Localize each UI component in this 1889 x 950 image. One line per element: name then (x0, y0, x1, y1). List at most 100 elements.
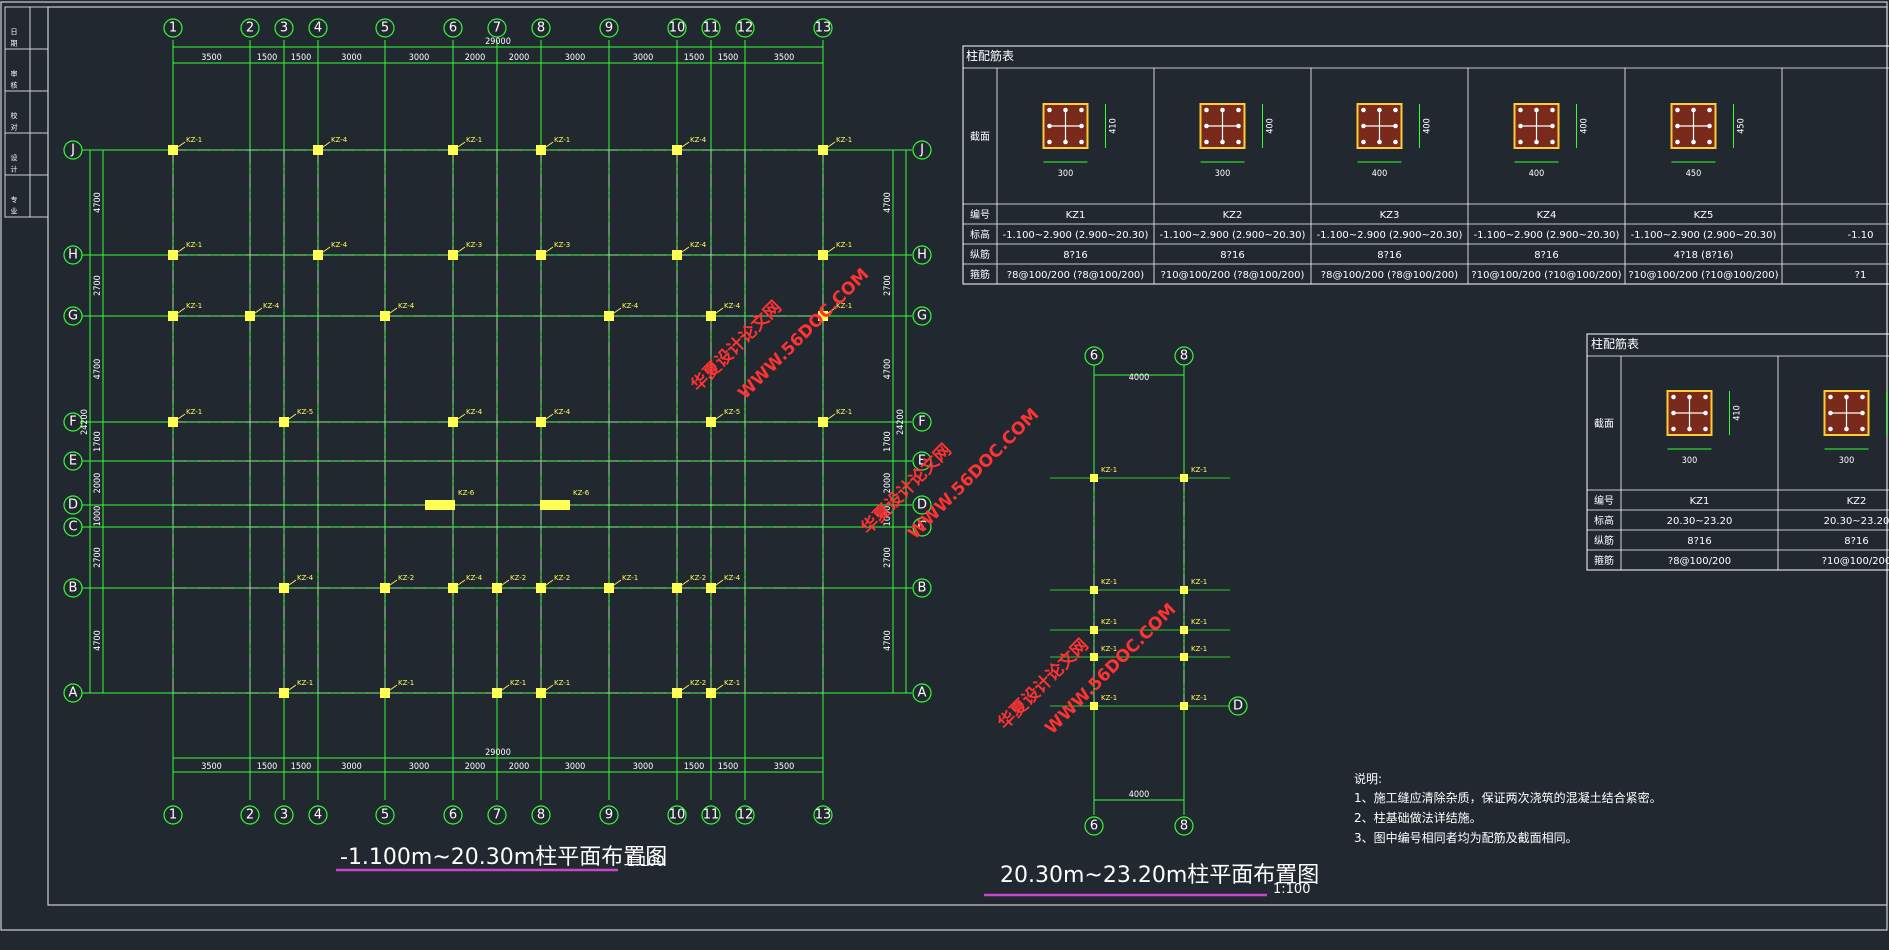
table1-section-rebar (1534, 139, 1539, 145)
column-kz-4 (448, 417, 458, 427)
table1-section-width: 300 (1215, 169, 1230, 179)
axis-label-8: 8 (1180, 349, 1188, 364)
column-leader (457, 141, 466, 148)
axis-label-8: 8 (537, 808, 545, 823)
axis-bubble (63, 578, 83, 598)
column-kz-5 (279, 417, 289, 427)
notes-item-2: 2、柱基础做法详结施。 (1354, 810, 1482, 825)
axis-bubble (163, 805, 183, 825)
column-leader (715, 684, 724, 691)
column-kz-1 (168, 250, 178, 260)
table1-cell-elevation: -1.100~2.900 (2.900~20.30) (1631, 230, 1777, 241)
column-kz-1 (492, 688, 502, 698)
axis-label-5: 5 (381, 808, 389, 823)
axis-bubble (1084, 816, 1104, 836)
table1-cell-hoop: ?8@100/200 (?8@100/200) (1007, 270, 1145, 281)
column-leader (389, 684, 398, 691)
watermark-text: 华夏设计论文网 (994, 635, 1093, 734)
column-leader (681, 579, 690, 586)
column-tag: KZ-1 (466, 136, 482, 144)
axis-label-11: 11 (703, 21, 720, 36)
axis-label-3: 3 (280, 808, 288, 823)
table1-cell-long-bar: 8?16 (1220, 250, 1244, 261)
axis-bubble (240, 805, 260, 825)
table1-section-height: 400 (1580, 118, 1590, 133)
table1-section-rebar (1550, 139, 1555, 145)
notes: 说明: 1、施工缝应清除杂质，保证两次浇筑的混凝土结合紧密。 2、柱基础做法详结… (1354, 771, 1662, 845)
column-leader (715, 307, 724, 314)
table1-section-rebar (1204, 123, 1209, 129)
table1-section-rebar (1047, 139, 1052, 145)
dimension-text: 4700 (883, 192, 893, 213)
column-leader (501, 684, 510, 691)
axis-bubble (443, 18, 463, 38)
table1-section-rebar (1393, 123, 1398, 129)
table1-cell-long-bar: 8?16 (1534, 250, 1558, 261)
dimension-text: 4700 (93, 359, 103, 380)
axis-label-C: C (917, 520, 926, 535)
table1-section-rebar (1518, 123, 1523, 129)
column-kz-2 (380, 583, 390, 593)
table1-section-rebar (1675, 107, 1680, 113)
table1-section-rebar (1079, 123, 1084, 129)
table1-section-rebar (1063, 139, 1068, 145)
column-tag: KZ-1 (398, 679, 414, 687)
table1-cell-id: KZ5 (1694, 210, 1714, 221)
column-tag: KZ-1 (554, 136, 570, 144)
table2-section-rebar (1828, 394, 1833, 400)
column-kz-1 (1180, 586, 1188, 594)
column-leader (545, 579, 554, 586)
table1-section-width: 300 (1058, 169, 1073, 179)
dimension-text: 4000 (1129, 790, 1150, 800)
column-kz-1 (279, 688, 289, 698)
table1-title: 柱配筋表 (966, 48, 1014, 63)
axis-bubble (813, 805, 833, 825)
table1-section-rebar (1550, 123, 1555, 129)
column-kz-2 (672, 688, 682, 698)
main-plan-scale: 1:100 (627, 855, 664, 870)
column-kz-4 (706, 583, 716, 593)
table1-border (962, 45, 1889, 285)
dimension-total: 29000 (485, 37, 511, 47)
axis-bubble (63, 306, 83, 326)
axis-bubble (375, 18, 395, 38)
table2-section-rebar (1828, 426, 1833, 432)
watermarks: 华夏设计论文网 WWW.56DOC.COM 华夏设计论文网 WWW.56DOC.… (687, 265, 1181, 739)
axis-bubble (912, 517, 932, 537)
table1-section-rebar (1361, 107, 1366, 113)
dimension-text: 1000 (93, 506, 103, 527)
table1-section-rebar (1079, 107, 1084, 113)
axis-bubble (63, 412, 83, 432)
column-leader (177, 141, 186, 148)
dimension-text: 1700 (883, 431, 893, 452)
column-tag: KZ-4 (690, 241, 707, 249)
table2-section-rebar (1844, 394, 1849, 400)
dimension-text: 2700 (93, 275, 103, 296)
column-kz-1 (818, 250, 828, 260)
table1-cell-elevation: -1.100~2.900 (2.900~20.30) (1474, 230, 1620, 241)
dimension-text: 3500 (201, 762, 222, 772)
table1-cell-id: KZ1 (1066, 210, 1086, 221)
column-tag: KZ-1 (186, 408, 202, 416)
column-leader (389, 579, 398, 586)
axis-bubble (308, 18, 328, 38)
table2-section-rebar (1860, 426, 1865, 432)
axis-bubble (487, 18, 507, 38)
table2-section-rebar (1703, 394, 1708, 400)
axis-bubble (599, 805, 619, 825)
column-leader (545, 141, 554, 148)
column-leader (177, 246, 186, 253)
table2-section-rebar (1703, 410, 1708, 416)
axis-bubble (1174, 346, 1194, 366)
table1-cell-id: KZ3 (1380, 210, 1400, 221)
axis-label-E: E (918, 454, 926, 469)
column-tag: KZ-2 (690, 679, 706, 687)
column-rebar-table-2[interactable]: 柱配筋表 300410KZ120.30~23.208?16?8@100/2003… (1586, 333, 1889, 571)
column-kz-1 (1180, 653, 1188, 661)
table1-cell-hoop: ?10@100/200 (?10@100/200) (1471, 270, 1621, 281)
column-tag: KZ-3 (466, 241, 482, 249)
